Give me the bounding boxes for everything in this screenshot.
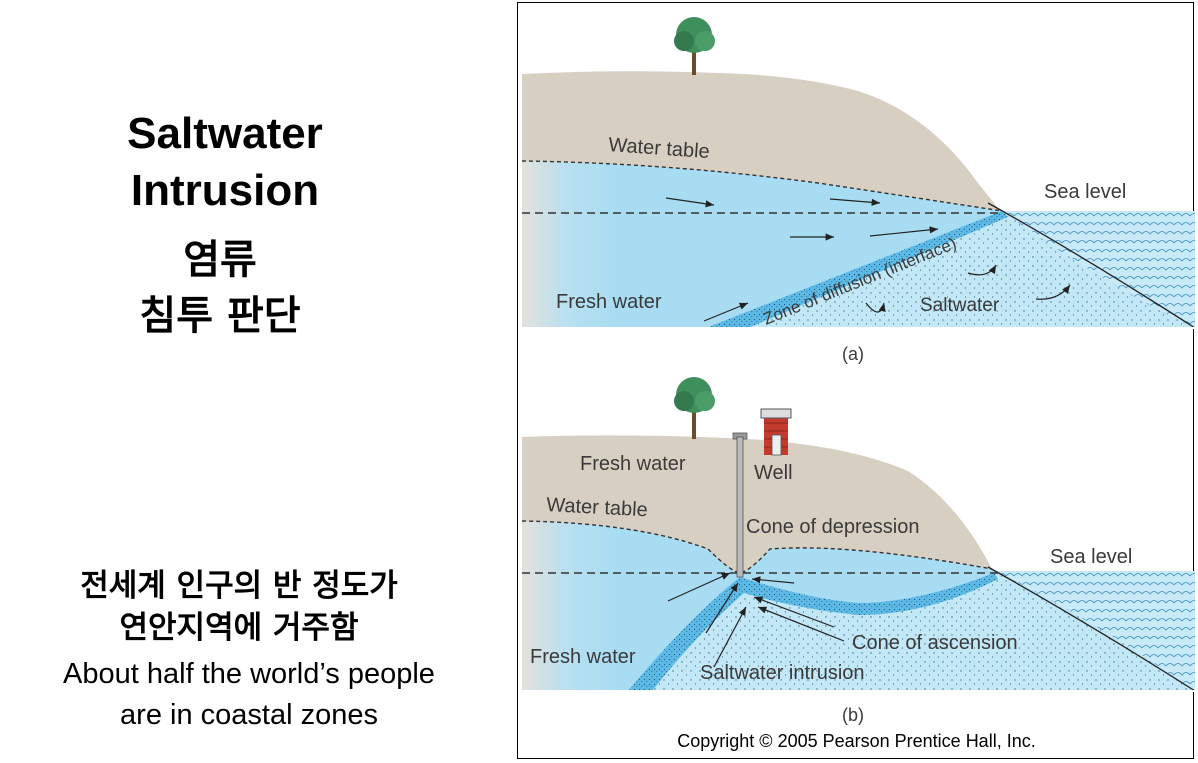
summary-korean-line-1: 전세계 인구의 반 정도가 xyxy=(80,568,398,604)
figure-frame: Water table Sea level Fresh water Saltwa… xyxy=(517,2,1195,759)
korean-title-line-1: 염류 xyxy=(183,237,257,283)
panel-b-saltwater-intrusion-label: Saltwater intrusion xyxy=(700,662,865,684)
well-pipe xyxy=(732,432,748,578)
well-house-icon xyxy=(760,408,792,456)
panel-b-caption: (b) xyxy=(842,705,864,725)
panel-a-freshwater xyxy=(522,161,1002,328)
panel-b-cone-of-ascension-label: Cone of ascension xyxy=(852,632,1018,654)
korean-title-line-2: 침투 판단 xyxy=(139,293,301,339)
tree-icon xyxy=(674,17,715,75)
panel-b-sea-level-label: Sea level xyxy=(1050,546,1132,568)
panel-b-cone-of-depression-label: Cone of depression xyxy=(746,516,919,538)
panel-a-caption: (a) xyxy=(842,344,864,364)
summary-english-line-1: About half the world’s people xyxy=(63,658,435,690)
left-text-panel: Saltwater Intrusion 염류 침투 판단 전세계 인구의 반 정… xyxy=(0,0,500,763)
copyright-text: Copyright © 2005 Pearson Prentice Hall, … xyxy=(677,731,1036,751)
panel-a: Water table Sea level Fresh water Saltwa… xyxy=(521,17,1195,364)
tree-icon xyxy=(674,377,715,439)
panel-b-water-table-label: Water table xyxy=(546,494,649,521)
summary-korean-line-2: 연안지역에 거주함 xyxy=(119,610,359,646)
saltwater-intrusion-diagram: Water table Sea level Fresh water Saltwa… xyxy=(521,17,1195,725)
panel-b-cone-of-ascension xyxy=(628,573,998,691)
panel-a-diffusion-zone xyxy=(706,211,1008,328)
title-line-1: Saltwater xyxy=(127,109,323,158)
title-line-2: Intrusion xyxy=(130,166,320,215)
panel-b-fresh-water-label: Fresh water xyxy=(530,646,636,668)
panel-a-sea-level-label: Sea level xyxy=(1044,181,1126,203)
summary-english-line-2: are in coastal zones xyxy=(120,699,378,731)
panel-a-fresh-water-label: Fresh water xyxy=(556,291,662,313)
panel-b: Fresh water Well Water table Cone of dep… xyxy=(521,377,1195,725)
panel-b-freshwater xyxy=(522,521,1000,691)
panel-a-saltwater-label: Saltwater xyxy=(920,295,1000,316)
panel-b-sea xyxy=(996,571,1195,691)
panel-b-fresh-water-top-label: Fresh water xyxy=(580,453,686,475)
panel-b-well-label: Well xyxy=(754,462,793,484)
panel-a-sea xyxy=(1002,211,1195,328)
